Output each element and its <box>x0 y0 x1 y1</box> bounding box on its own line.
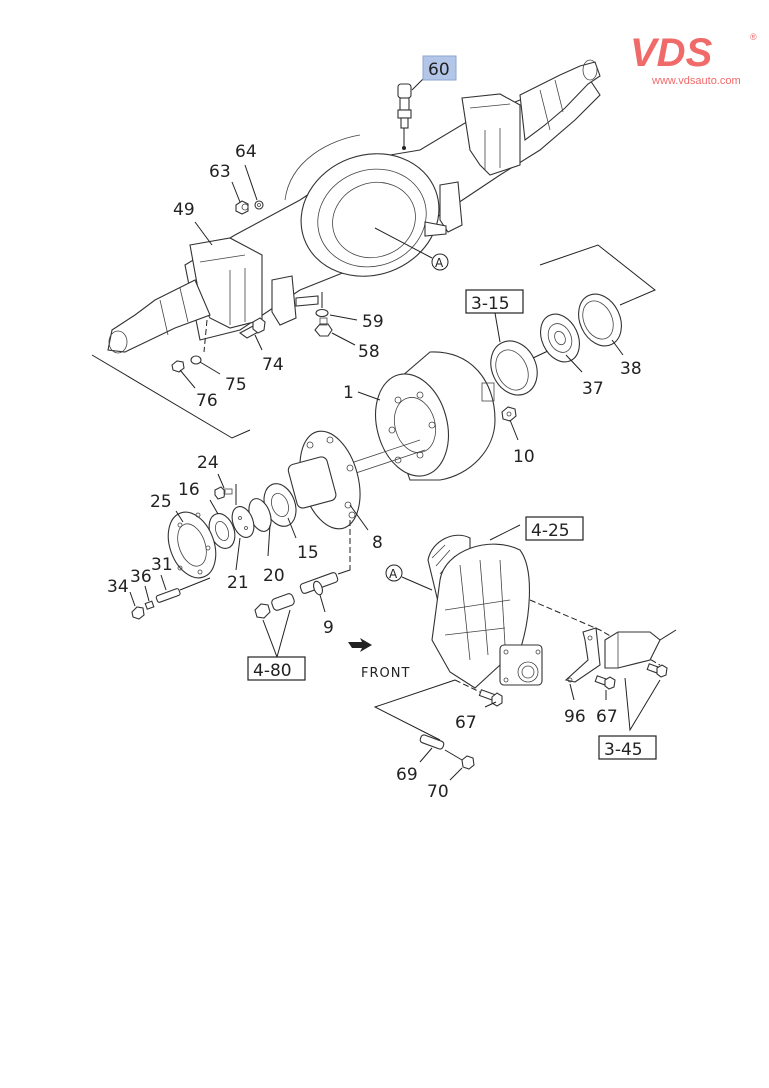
bolt-24 <box>214 484 237 505</box>
leader-stud <box>373 679 456 741</box>
svg-text:3-45[interactable]: 3-45 <box>604 740 643 760</box>
callout-96[interactable]: 96 <box>564 707 586 727</box>
callout-60-highlight <box>422 55 457 81</box>
leader-3-45 <box>624 677 661 732</box>
svg-text:3-15[interactable]: 3-15 <box>471 294 510 314</box>
callout-76[interactable]: 76 <box>196 391 218 411</box>
vds-logo: VDS ® www.vdsauto.com <box>630 31 757 87</box>
plug-9 <box>299 565 351 596</box>
callout-31[interactable]: 31 <box>151 555 173 575</box>
callout-58[interactable]: 58 <box>358 342 380 362</box>
gear-21 <box>231 506 255 538</box>
svg-text:4-80[interactable]: 4-80 <box>253 661 292 681</box>
circle-a-marker-upper: A <box>374 227 449 271</box>
front-direction-indicator: FRONT <box>348 638 410 681</box>
callout-67-right[interactable]: 67 <box>596 707 618 727</box>
svg-text:A: A <box>435 256 444 270</box>
washer-59 <box>315 292 329 318</box>
callout-15[interactable]: 15 <box>297 543 319 563</box>
callout-16[interactable]: 16 <box>178 480 200 500</box>
registered-mark: ® <box>750 32 757 42</box>
bolt-67-right <box>594 675 616 690</box>
callout-24[interactable]: 24 <box>197 453 219 473</box>
washer-36 <box>144 600 155 610</box>
callout-49[interactable]: 49 <box>173 200 195 220</box>
callout-8[interactable]: 8 <box>372 533 383 553</box>
ref-box-3-15[interactable]: 3-15 <box>465 289 524 314</box>
nut-34 <box>131 606 145 620</box>
oil-seal <box>490 340 538 396</box>
diff-cage-8 <box>287 430 361 530</box>
logo-wordmark: VDS <box>630 31 713 75</box>
ref-box-4-80[interactable]: 4-80 <box>247 656 306 681</box>
leader-4-80 <box>262 609 291 659</box>
nut-70 <box>444 749 475 770</box>
front-label: FRONT <box>361 666 410 681</box>
callout-64[interactable]: 64 <box>235 142 257 162</box>
callout-20[interactable]: 20 <box>263 566 285 586</box>
callout-74[interactable]: 74 <box>262 355 284 375</box>
svg-text:A: A <box>389 567 398 581</box>
spring-4-80 <box>271 593 295 611</box>
ref-box-3-45[interactable]: 3-45 <box>598 735 657 760</box>
callout-34[interactable]: 34 <box>107 577 129 597</box>
callout-67-lower[interactable]: 67 <box>455 713 477 733</box>
bearing-37 <box>540 313 580 363</box>
nut-58 <box>314 317 333 337</box>
stud-31 <box>155 577 211 603</box>
nut-76 <box>171 360 185 373</box>
callout-25[interactable]: 25 <box>150 492 172 512</box>
leader-bracket-right <box>539 244 656 306</box>
axle-housing-drawing <box>107 59 601 354</box>
callout-69[interactable]: 69 <box>396 765 418 785</box>
callout-21[interactable]: 21 <box>227 573 249 593</box>
oil-seal-38 <box>578 293 622 347</box>
website-link[interactable]: www.vdsauto.com <box>651 75 741 87</box>
callout-60[interactable]: 60 <box>428 60 450 80</box>
callout-36[interactable]: 36 <box>130 567 152 587</box>
bolt-67-right-2 <box>646 663 668 678</box>
differential-case-1 <box>299 351 496 491</box>
bracket-3-45 <box>604 629 677 669</box>
callout-75[interactable]: 75 <box>225 375 247 395</box>
svg-text:4-25[interactable]: 4-25 <box>531 521 570 541</box>
bolt-74 <box>238 317 266 339</box>
callout-labels[interactable]: 60 64 63 49 59 58 74 75 76 1 10 37 38 24… <box>107 55 642 802</box>
ref-box-4-25[interactable]: 4-25 <box>525 516 584 541</box>
callout-63[interactable]: 63 <box>209 162 231 182</box>
cover-25 <box>167 511 217 579</box>
reference-boxes[interactable]: 3-15 4-25 4-80 3-45 <box>247 289 657 760</box>
leader-lines <box>129 77 624 781</box>
bracket-96 <box>564 627 601 683</box>
differential-carrier-4-25 <box>427 534 661 689</box>
callout-59[interactable]: 59 <box>362 312 384 332</box>
leader-bracket-left <box>91 354 251 439</box>
washer-64 <box>254 200 264 210</box>
circle-a-marker-lower: A <box>385 564 433 591</box>
plug-nut-4-80 <box>254 603 271 619</box>
stud-69 <box>419 734 445 750</box>
washer-75 <box>190 319 208 365</box>
callout-38[interactable]: 38 <box>620 359 642 379</box>
breather-hole <box>402 146 406 150</box>
callout-37[interactable]: 37 <box>582 379 604 399</box>
callout-10[interactable]: 10 <box>513 447 535 467</box>
breather-bolt-60 <box>397 83 412 146</box>
callout-1[interactable]: 1 <box>343 383 354 403</box>
callout-9[interactable]: 9 <box>323 618 334 638</box>
nut-63 <box>235 200 249 215</box>
nut-10 <box>501 406 517 422</box>
callout-70[interactable]: 70 <box>427 782 449 802</box>
front-arrow-icon <box>348 638 372 652</box>
